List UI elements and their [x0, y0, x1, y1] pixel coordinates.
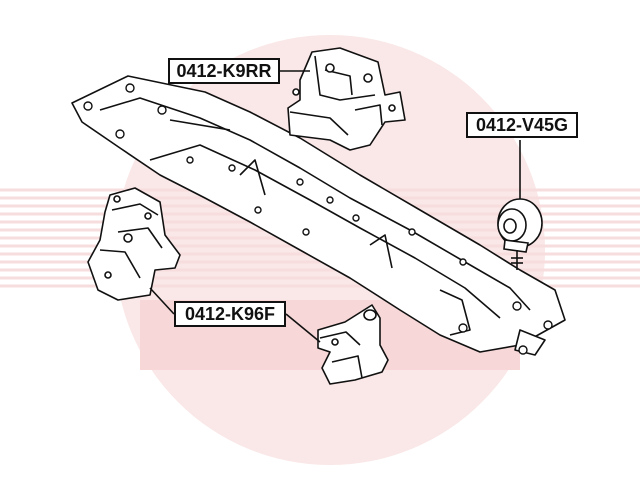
- part-label-v45g-text: 0412-V45G: [475, 114, 569, 135]
- crossmember-frame: [71, 75, 566, 356]
- leader-line-k96f-left: [149, 287, 175, 315]
- part-k9rr-mount: [287, 47, 406, 151]
- part-v45g-bushing: [497, 198, 543, 270]
- part-k96f-mount-center: [317, 304, 389, 385]
- part-k96f-mount-left: [87, 187, 181, 301]
- leader-lines: [149, 70, 521, 343]
- part-label-k9rr: 0412-K9RR: [168, 58, 280, 84]
- part-label-k96f-text: 0412-K96F: [184, 303, 276, 324]
- frame-bolt-holes: [83, 83, 553, 355]
- part-label-v45g: 0412-V45G: [466, 112, 578, 138]
- part-label-k96f: 0412-K96F: [174, 301, 286, 327]
- part-label-k9rr-text: 0412-K9RR: [176, 60, 272, 81]
- leader-line-k96f-center: [285, 313, 321, 343]
